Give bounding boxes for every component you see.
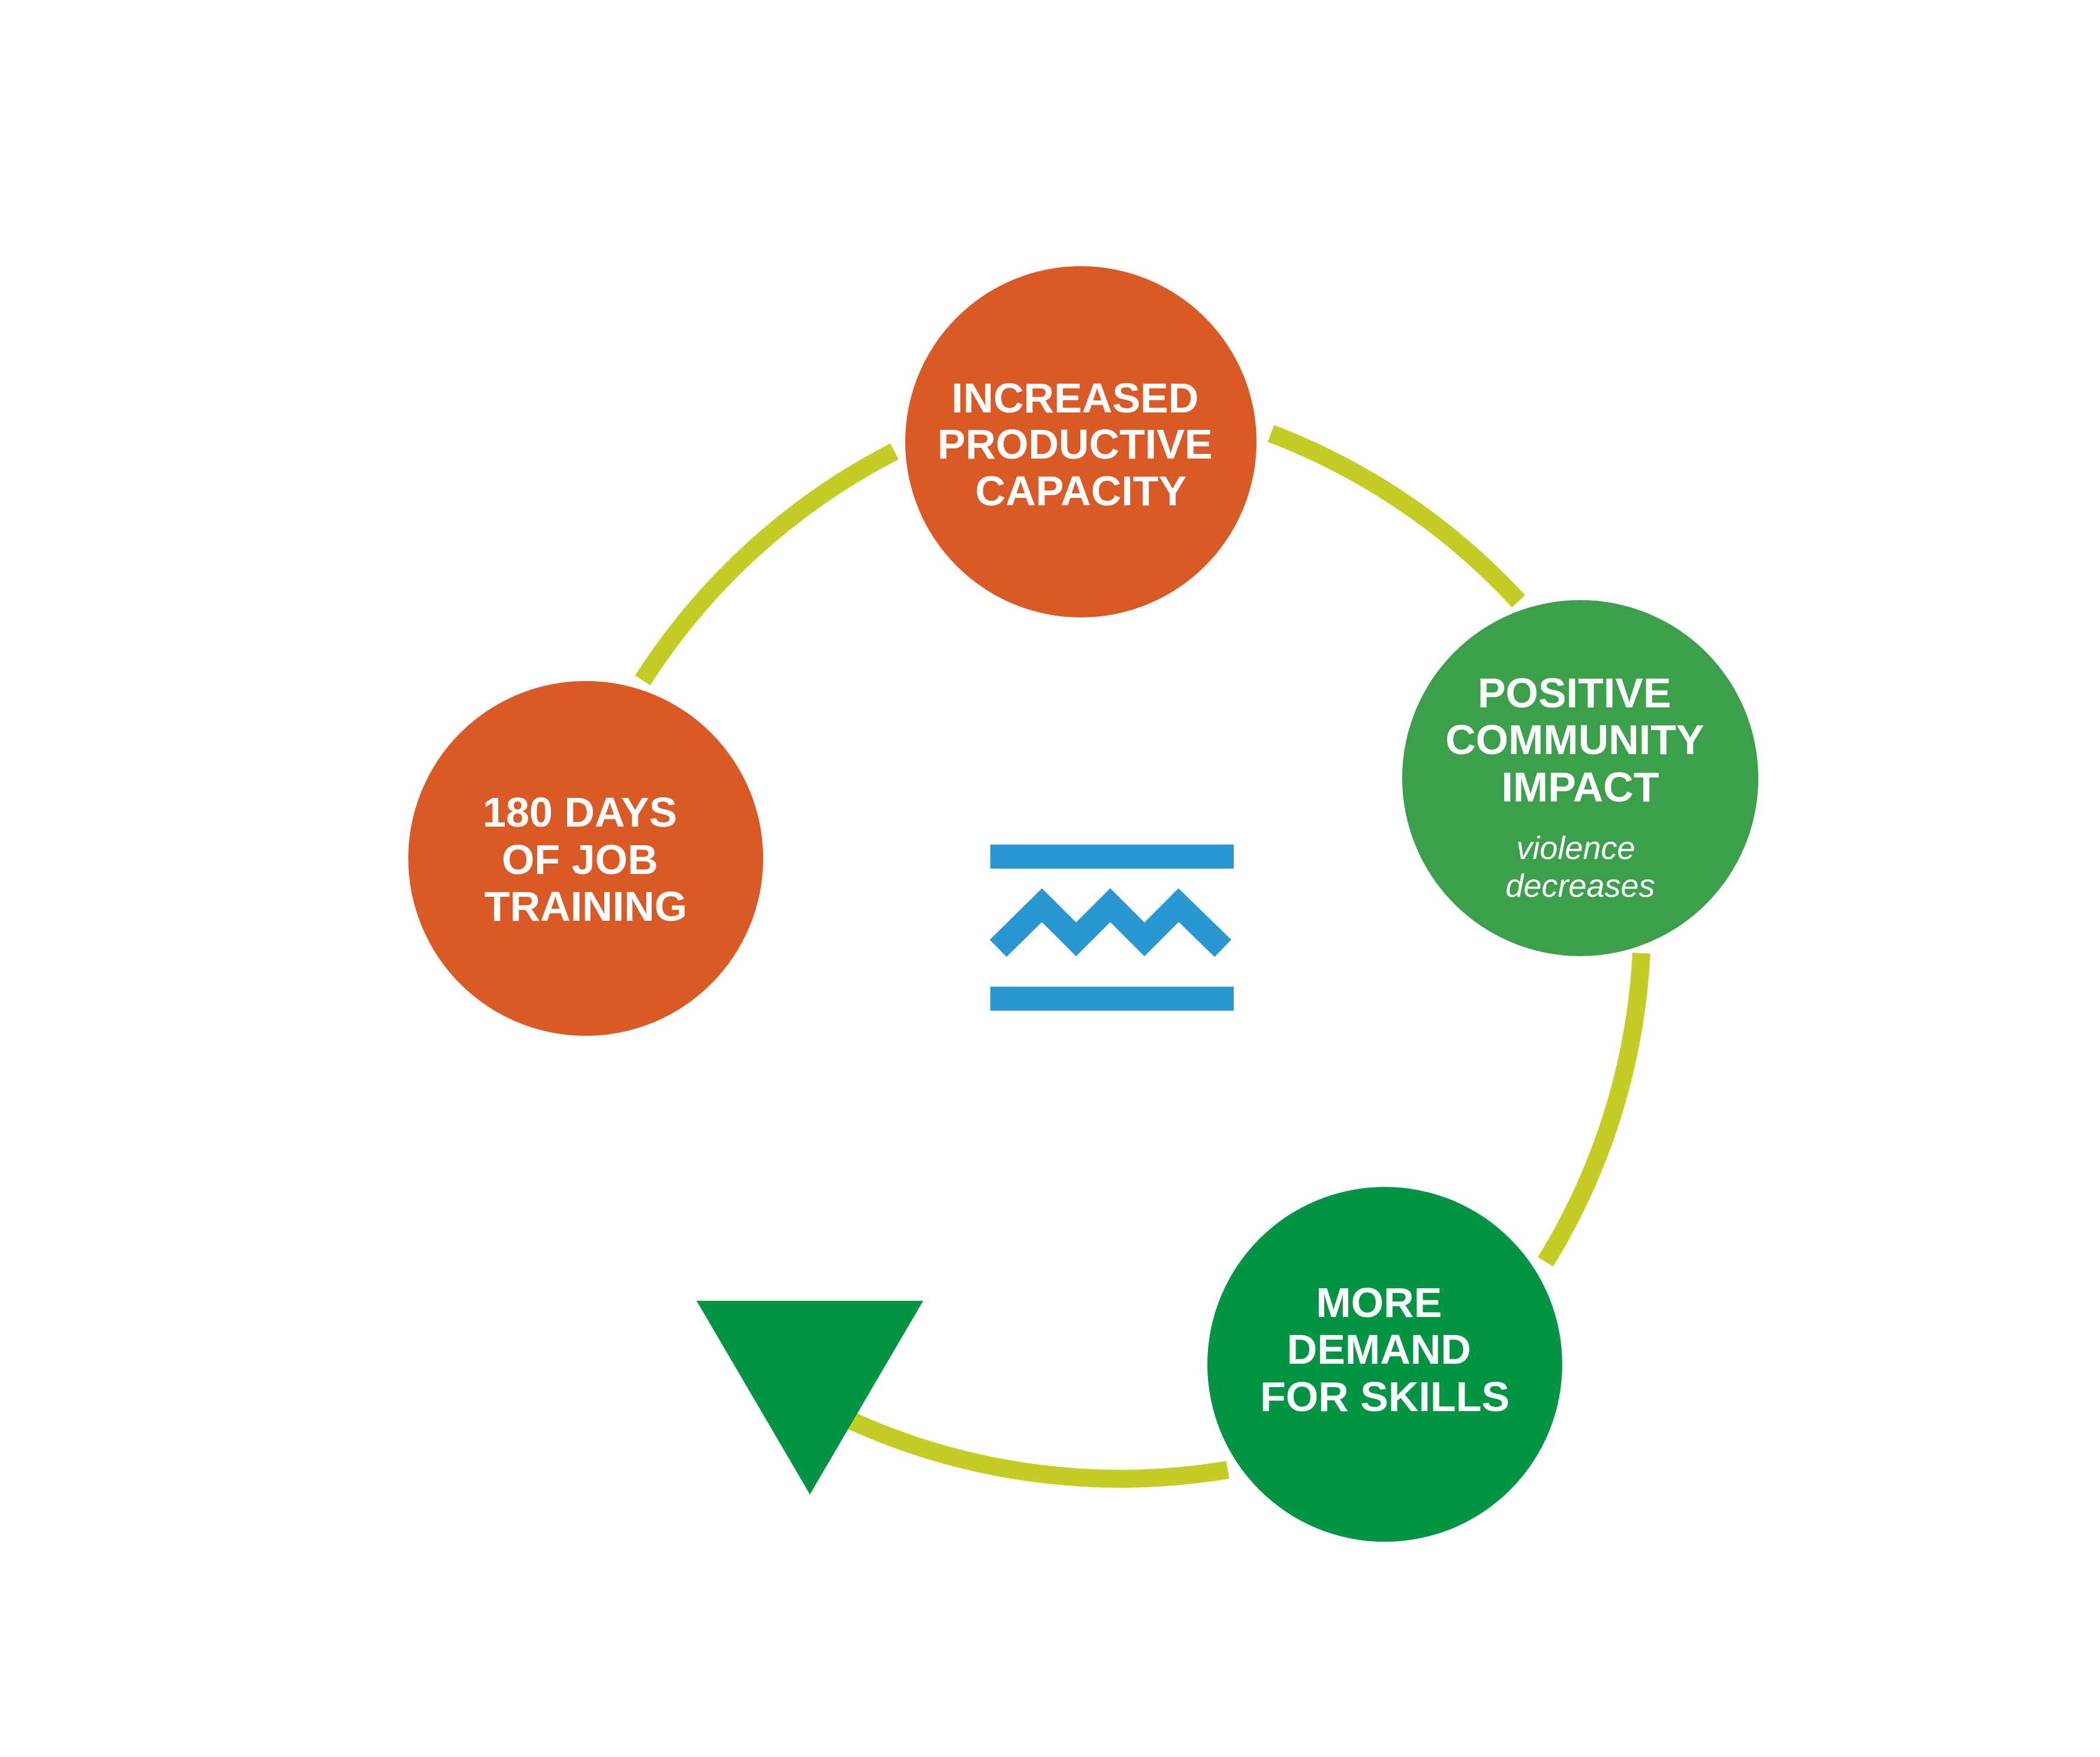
node-label-line: TRAINING [484,883,687,930]
logo-bottom-bar [990,987,1234,1011]
water-wave-logo-icon [989,845,1234,1011]
node-180-days-of-job-training: 180 DAYS OF JOB TRAINING [408,681,763,1036]
node-increased-productive-capacity: INCREASED PRODUCTIVE CAPACITY [905,266,1257,617]
node-label-line: INCREASED [951,375,1198,421]
node-label-line: CAPACITY [975,468,1187,514]
node-label-line: 180 DAYS [483,789,677,836]
node-label-line: FOR SKILLS [1260,1373,1510,1420]
node-label-line: COMMUNITY [1445,716,1704,763]
logo-zigzag [989,888,1231,957]
node-label-line: IMPACT [1501,764,1659,810]
connector-capacity-to-community [1267,424,1526,608]
node-label-line: DEMAND [1287,1326,1471,1373]
node-more-demand-for-skills: MORE DEMAND FOR SKILLS [1207,1187,1562,1542]
down-triangle-arrow-icon [697,1301,923,1494]
node-label-line: OF JOB [502,836,658,883]
svg-text:POSITIVE COMMUNITY: POSITIVE COMMUNITY IMPACT [1445,670,1715,810]
node-positive-community-impact: POSITIVE COMMUNITY IMPACT violence decre… [1402,600,1758,956]
connector-training-to-capacity [635,443,899,686]
connector-demand-to-arrow [847,1412,1230,1488]
svg-text:INCREASED PRODUCTIVE: INCREASED PRODUCTIVE CAPACITY [938,375,1224,514]
connector-community-to-demand [1538,953,1650,1267]
node-sublabel-line: violence [1516,830,1635,866]
node-label-line: POSITIVE [1478,670,1671,716]
node-sublabel-line: decreases [1505,868,1655,904]
svg-text:violence decreases: violence decreases [1505,830,1655,904]
node-label-line: MORE [1316,1279,1442,1326]
svg-text:MORE DEMAND FOR SK: MORE DEMAND FOR SKILLS [1260,1279,1510,1420]
node-label-line: PRODUCTIVE [938,421,1213,468]
logo-top-bar [990,845,1234,869]
svg-text:180 DAYS OF JOB TR: 180 DAYS OF JOB TRAINING [483,789,689,930]
cycle-connectors [635,424,1650,1488]
